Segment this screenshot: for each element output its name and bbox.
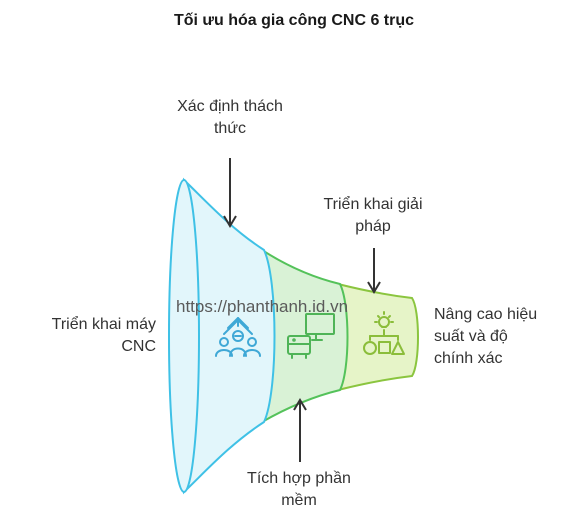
label-right: Nâng cao hiệu suất và độ chính xác: [434, 304, 584, 370]
team-tree-icon: [215, 317, 261, 357]
label-mid-top-line1: Triển khai giải: [323, 196, 423, 213]
diagram-title: Tối ưu hóa gia công CNC 6 trục: [173, 12, 415, 29]
label-top-line2: thức: [213, 120, 247, 137]
computer-icon: [287, 313, 335, 359]
label-top-line1: Xác định thách: [177, 98, 283, 115]
label-left-line1: Triển khai máy: [51, 316, 156, 333]
arrow-bottom: [293, 398, 307, 462]
label-left-line2: CNC: [121, 338, 156, 355]
label-bottom-line2: mềm: [281, 492, 317, 509]
funnel-section-challenge: [183, 177, 276, 495]
label-right-line2: suất và độ: [434, 328, 508, 345]
arrow-mid-top: [367, 248, 381, 294]
label-right-line3: chính xác: [434, 350, 503, 367]
label-bottom: Tích hợp phần mềm: [224, 468, 374, 512]
watermark-url: https://phanthanh.id.vn: [176, 297, 349, 316]
label-mid-top: Triển khai giải pháp: [298, 194, 448, 238]
label-mid-top-line2: pháp: [355, 218, 391, 235]
lightbulb-shapes-icon: [363, 311, 405, 355]
label-left: Triển khai máy CNC: [10, 314, 156, 358]
label-right-line1: Nâng cao hiệu: [434, 306, 538, 323]
label-top: Xác định thách thức: [160, 96, 300, 140]
label-bottom-line1: Tích hợp phần: [247, 470, 351, 487]
funnel-mouth: [168, 179, 200, 493]
arrow-top: [223, 158, 237, 228]
